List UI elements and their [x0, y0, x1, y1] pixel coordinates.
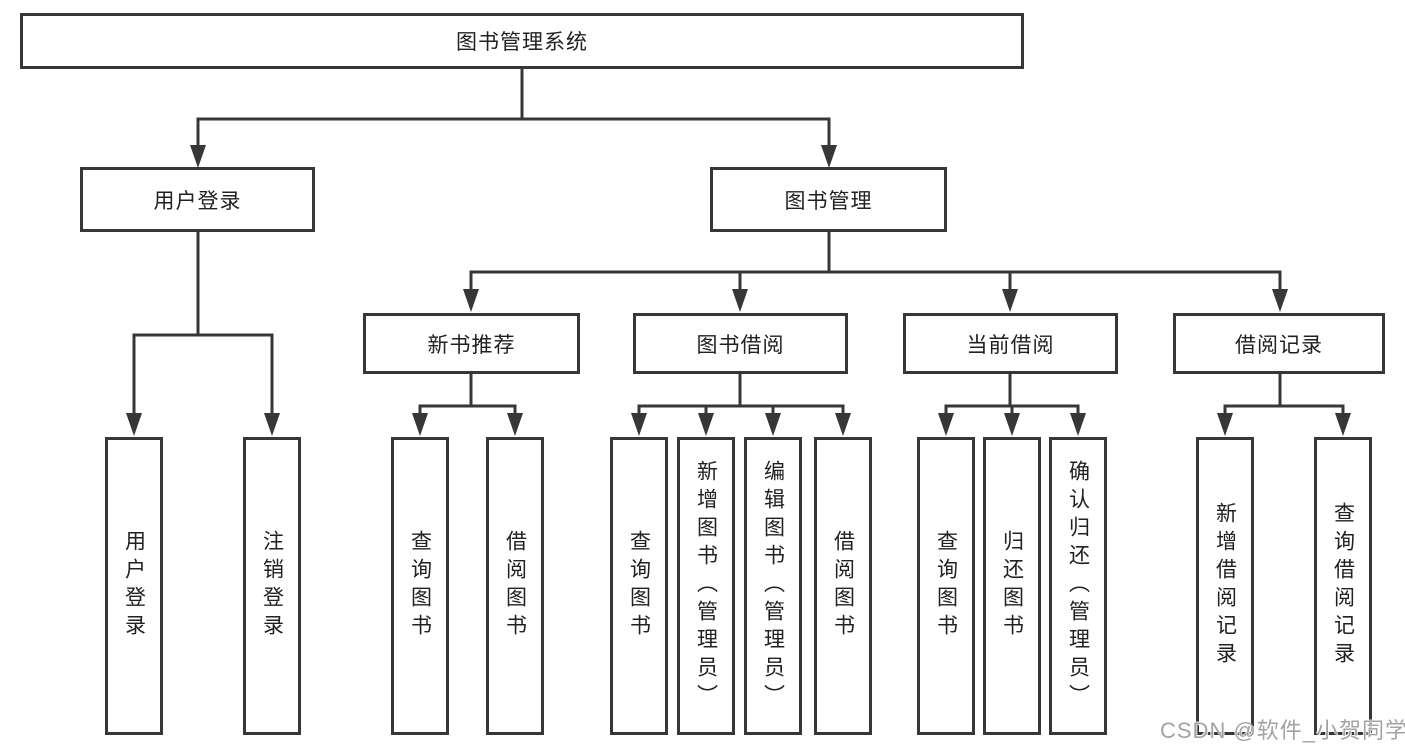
leaf-borrowing-query-books: 查询图书 — [610, 437, 668, 735]
leaf-user-login: 用户登录 — [105, 437, 163, 735]
node-user-login: 用户登录 — [80, 167, 315, 232]
node-label: 新书推荐 — [427, 333, 516, 357]
node-book-borrowing: 图书借阅 — [633, 313, 848, 374]
node-label: 查询图书 — [627, 530, 651, 642]
leaf-borrowing-borrow-books: 借阅图书 — [814, 437, 872, 735]
node-label: 新增图书（管理员） — [694, 460, 718, 712]
node-label: 当前借阅 — [966, 333, 1055, 357]
node-label: 查询图书 — [408, 530, 432, 642]
node-label: 编辑图书（管理员） — [761, 460, 785, 712]
leaf-records-add-borrow-record: 新增借阅记录 — [1196, 437, 1254, 735]
node-borrow-records: 借阅记录 — [1173, 313, 1385, 374]
node-label: 借阅记录 — [1235, 333, 1323, 357]
node-library-system: 图书管理系统 — [20, 13, 1024, 69]
node-current-borrowing: 当前借阅 — [903, 313, 1118, 374]
node-label: 图书管理系统 — [456, 31, 588, 54]
node-label: 图书管理 — [784, 189, 873, 213]
node-label: 查询借阅记录 — [1331, 502, 1355, 670]
leaf-borrowing-add-books-admin: 新增图书（管理员） — [677, 437, 735, 735]
node-label: 新增借阅记录 — [1213, 502, 1237, 670]
leaf-borrowing-edit-books-admin: 编辑图书（管理员） — [744, 437, 802, 735]
leaf-current-query-books: 查询图书 — [917, 437, 975, 735]
node-label: 借阅图书 — [503, 530, 527, 642]
watermark-text: CSDN @软件_小贺同学 — [1160, 718, 1405, 743]
node-label: 用户登录 — [153, 189, 242, 213]
leaf-current-confirm-return-admin: 确认归还（管理员） — [1049, 437, 1107, 735]
node-label: 归还图书 — [1000, 530, 1024, 642]
arrowheads — [126, 145, 1351, 436]
node-label: 借阅图书 — [831, 530, 855, 642]
node-label: 图书借阅 — [696, 333, 785, 357]
leaf-newbooks-borrow-books: 借阅图书 — [486, 437, 544, 735]
node-label: 确认归还（管理员） — [1066, 460, 1090, 712]
leaf-records-query-borrow-record: 查询借阅记录 — [1314, 437, 1372, 735]
leaf-logout-login: 注销登录 — [243, 437, 301, 735]
leaf-current-return-books: 归还图书 — [983, 437, 1041, 735]
node-new-book-recommendation: 新书推荐 — [363, 313, 580, 374]
leaf-newbooks-query-books: 查询图书 — [391, 437, 449, 735]
node-label: 注销登录 — [260, 530, 284, 642]
node-book-management: 图书管理 — [710, 167, 947, 232]
node-label: 用户登录 — [122, 530, 146, 642]
node-label: 查询图书 — [934, 530, 958, 642]
